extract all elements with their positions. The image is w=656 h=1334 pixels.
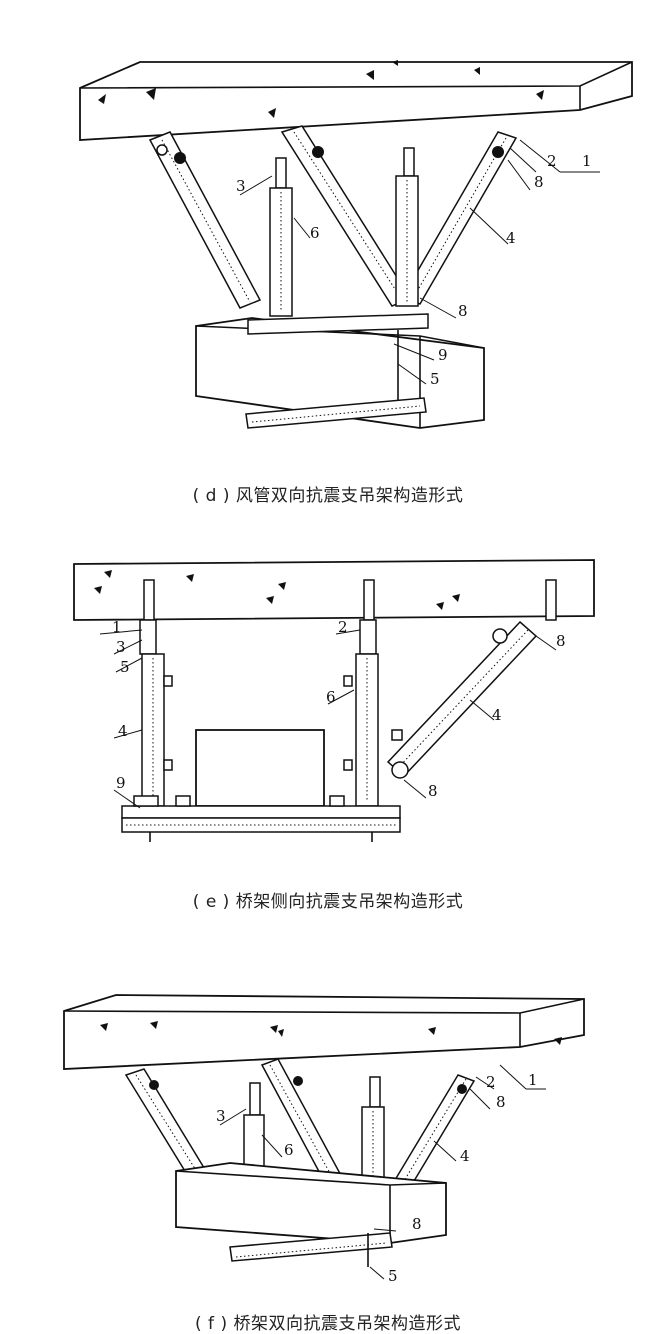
part-labels: 1 2 8 3 6 4 8 9 5 (236, 139, 600, 388)
part-labels: 1 3 5 4 9 2 6 8 4 8 (99, 618, 566, 809)
label-3: 3 (236, 177, 246, 195)
label-5: 5 (430, 370, 440, 388)
lateral-diagonal-brace (386, 579, 557, 779)
label-1: 1 (582, 152, 592, 170)
label-2: 2 (486, 1073, 496, 1091)
left-diagonal-brace (148, 131, 262, 309)
cable-tray (175, 1162, 447, 1267)
label-8: 8 (496, 1093, 506, 1111)
label-6: 6 (284, 1141, 294, 1159)
label-6: 6 (310, 224, 320, 242)
center-v-braces (280, 125, 518, 307)
figure-f-tray-bidirectional-seismic-support: 2 1 8 3 6 4 8 5 (0, 985, 656, 1305)
caption-f: ( f ) 桥架双向抗震支吊架构造形式 (195, 1314, 461, 1334)
vertical-hangers (269, 147, 419, 317)
left-hanger (139, 579, 173, 807)
figure-d-duct-bidirectional-seismic-support: 1 2 8 3 6 4 8 9 5 (0, 0, 656, 470)
label-4: 4 (460, 1147, 470, 1165)
label-2: 2 (338, 618, 348, 636)
label-3: 3 (216, 1107, 226, 1125)
label-9: 9 (438, 346, 448, 364)
label-3: 3 (116, 638, 126, 656)
label-1: 1 (112, 618, 122, 636)
label-8: 8 (534, 173, 544, 191)
label-8-lower: 8 (458, 302, 468, 320)
label-8-lower: 8 (412, 1215, 422, 1233)
label-4-brace: 4 (492, 706, 502, 724)
ceiling-slab (79, 60, 633, 141)
label-4: 4 (118, 722, 128, 740)
label-8-lower: 8 (428, 782, 438, 800)
caption-d: ( d ) 风管双向抗震支吊架构造形式 (192, 486, 464, 506)
figure-e-drawing: 1 3 5 4 9 2 6 8 4 8 (73, 559, 595, 842)
label-5: 5 (120, 658, 130, 676)
label-6: 6 (326, 688, 336, 706)
label-5: 5 (388, 1267, 398, 1285)
label-1: 1 (528, 1071, 538, 1089)
air-duct (195, 313, 485, 429)
caption-e: ( e ) 桥架侧向抗震支吊架构造形式 (192, 892, 464, 912)
label-9: 9 (116, 774, 126, 792)
label-2: 2 (547, 152, 557, 170)
figure-e-tray-lateral-seismic-support: 1 3 5 4 9 2 6 8 4 8 (0, 540, 656, 870)
figure-d-drawing: 1 2 8 3 6 4 8 9 5 (79, 60, 633, 429)
ceiling-slab (63, 994, 585, 1070)
ceiling-slab (73, 559, 595, 621)
figure-f-drawing: 2 1 8 3 6 4 8 5 (63, 994, 585, 1285)
label-8-upper: 8 (556, 632, 566, 650)
label-4: 4 (506, 229, 516, 247)
part-labels: 2 1 8 3 6 4 8 5 (216, 1064, 546, 1285)
cable-tray (121, 729, 401, 842)
